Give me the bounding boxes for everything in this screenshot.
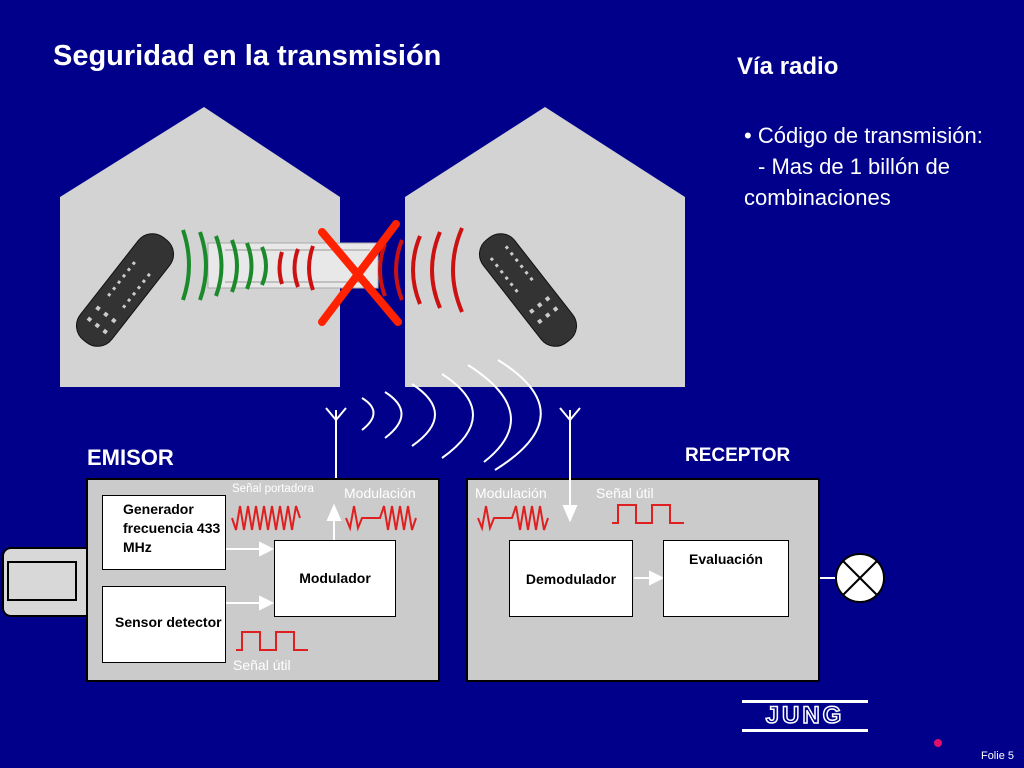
- right-house: [405, 107, 685, 387]
- brand-logo: JUNG: [742, 700, 868, 732]
- right-remote-icon: [478, 233, 578, 347]
- sensor-label: Sensor detector: [115, 614, 222, 630]
- senal-util-emisor-label: Señal útil: [233, 657, 291, 673]
- radio-wave-arcs: [361, 359, 542, 471]
- emitter-antenna-icon: [325, 407, 347, 478]
- generador-label: Generador frecuencia 433 MHz: [123, 501, 221, 555]
- modulacion-receptor-label: Modulación: [475, 485, 547, 501]
- emisor-label: EMISOR: [87, 445, 174, 470]
- bullet-line-1: • Código de transmisión:: [744, 123, 983, 148]
- evaluacion-box: Evaluación: [663, 540, 789, 617]
- evaluacion-label: Evaluación: [689, 551, 763, 567]
- green-signal-arcs: [181, 229, 268, 301]
- slide-dot: [934, 739, 942, 747]
- senal-portadora-label: Señal portadora: [232, 483, 314, 495]
- demodulador-label: Demodulador: [525, 571, 617, 587]
- modulador-box: Modulador: [274, 540, 396, 617]
- demodulador-box: Demodulador: [509, 540, 633, 617]
- page-subtitle: Vía radio: [737, 53, 839, 80]
- sensor-box: Sensor detector: [102, 586, 226, 663]
- slide-number: Folie 5: [980, 750, 1014, 762]
- brand-logo-text: JUNG: [765, 702, 845, 730]
- receiver-antenna-icon: [559, 407, 581, 478]
- bullet-text: • Código de transmisión: - Mas de 1 bill…: [744, 120, 1014, 213]
- modulador-label: Modulador: [299, 570, 371, 586]
- left-house: [60, 107, 340, 387]
- page-title: Seguridad en la transmisión: [53, 40, 442, 72]
- bullet-line-2: - Mas de 1 billón de combinaciones: [744, 154, 950, 210]
- lamp-icon: [818, 553, 885, 603]
- senal-util-receptor-label: Señal útil: [596, 485, 654, 501]
- left-remote-icon: [75, 233, 175, 347]
- receptor-label: RECEPTOR: [685, 445, 791, 466]
- modulacion-emisor-label: Modulación: [344, 485, 416, 501]
- generador-box: Generador frecuencia 433 MHz: [102, 495, 226, 570]
- red-signal-arcs: [277, 227, 464, 313]
- blocked-cross-icon: [318, 220, 402, 326]
